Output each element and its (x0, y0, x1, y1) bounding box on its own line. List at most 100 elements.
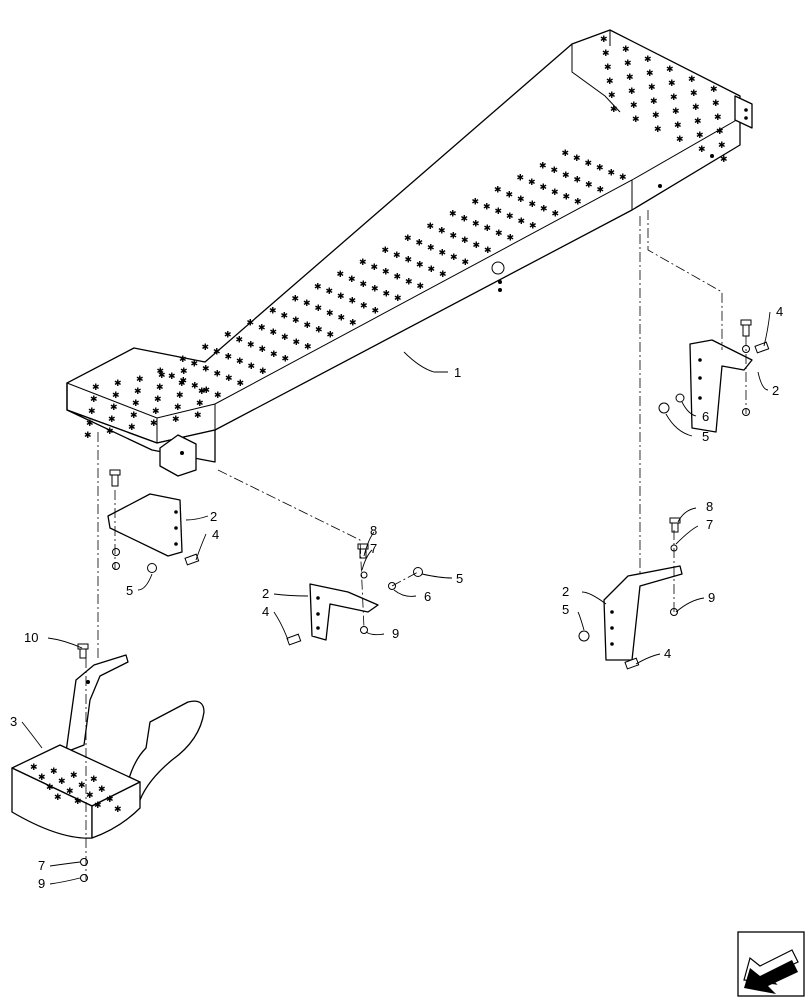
perforation-hole: ✱ (668, 79, 676, 89)
perforation-hole: ✱ (539, 161, 547, 171)
perforation-hole: ✱ (247, 319, 255, 329)
callout-2: 2 (772, 383, 779, 398)
perforation-hole: ✱ (304, 343, 312, 353)
perforation-hole: ✱ (427, 244, 435, 254)
perforation-hole: ✱ (405, 277, 413, 287)
perforation-hole: ✱ (292, 294, 300, 304)
perforation-hole: ✱ (202, 365, 210, 375)
perforation-hole: ✱ (214, 369, 222, 379)
perforation-hole: ✱ (394, 273, 402, 283)
perforation-hole: ✱ (450, 253, 458, 263)
perforation-hole: ✱ (690, 89, 698, 99)
callout-8: 8 (706, 499, 713, 514)
perforation-hole: ✱ (506, 190, 514, 200)
perforation-hole: ✱ (382, 268, 390, 278)
perforation-hole: ✱ (518, 217, 526, 227)
assembly-centerlines (85, 210, 747, 880)
perforation-hole: ✱ (88, 407, 96, 417)
perforation-hole: ✱ (495, 207, 503, 217)
perforation-hole: ✱ (225, 374, 233, 384)
perforation-hole: ✱ (484, 246, 492, 256)
perforation-hole: ✱ (247, 340, 255, 350)
perforation-hole: ✱ (716, 127, 724, 137)
nut-icon (578, 630, 590, 642)
perforation-hole: ✱ (552, 210, 560, 220)
perforation-hole: ✱ (654, 125, 662, 135)
perforation-hole: ✱ (259, 345, 267, 355)
bolt-icon (740, 319, 752, 337)
perforation-hole: ✱ (606, 77, 614, 87)
lower-step-part-3 (11, 654, 205, 839)
bolt-icon (624, 657, 640, 670)
perforation-hole: ✱ (710, 85, 718, 95)
nut-icon (80, 874, 88, 882)
perforation-hole: ✱ (225, 352, 233, 362)
perforation-hole: ✱ (86, 791, 94, 801)
perforation-hole: ✱ (349, 297, 357, 307)
perforation-hole: ✱ (150, 419, 158, 429)
perforation-hole: ✱ (551, 188, 559, 198)
perforation-hole: ✱ (326, 309, 334, 319)
perforation-hole: ✱ (134, 387, 142, 397)
perforation-hole: ✱ (58, 777, 66, 787)
perforation-hole: ✱ (74, 797, 82, 807)
perforation-hole: ✱ (50, 767, 58, 777)
perforation-hole: ✱ (30, 763, 38, 773)
perforation-hole: ✱ (303, 299, 311, 309)
perforation-hole: ✱ (114, 805, 122, 815)
perforation-hole: ✱ (110, 403, 118, 413)
perforation-hole: ✱ (650, 97, 658, 107)
perforation-hole: ✱ (191, 381, 199, 391)
callout-9: 9 (392, 626, 399, 641)
perforation-hole: ✱ (529, 222, 537, 232)
perforation-hole: ✱ (652, 111, 660, 121)
bolt-icon (286, 633, 302, 646)
perforation-hole: ✱ (198, 387, 206, 397)
callout-5: 5 (562, 602, 569, 617)
callout-5: 5 (456, 571, 463, 586)
perforation-hole: ✱ (461, 236, 469, 246)
perforation-hole: ✱ (405, 256, 413, 266)
perforation-hole: ✱ (506, 212, 514, 222)
perforation-hole: ✱ (624, 59, 632, 69)
perforation-hole: ✱ (563, 193, 571, 203)
perforation-hole: ✱ (494, 186, 502, 196)
perforation-hole: ✱ (619, 173, 627, 183)
perforation-hole: ✱ (157, 367, 165, 377)
perforation-hole: ✱ (372, 306, 380, 316)
perforation-hole: ✱ (696, 131, 704, 141)
perforation-hole: ✱ (585, 181, 593, 191)
perforation-hole: ✱ (449, 210, 457, 220)
fasteners (77, 319, 770, 882)
perforation-hole: ✱ (106, 795, 114, 805)
callout-7: 7 (38, 858, 45, 873)
bolt-icon (357, 543, 369, 559)
perforation-hole: ✱ (282, 355, 290, 365)
perforation-hole: ✱ (529, 200, 537, 210)
perforation-hole: ✱ (646, 69, 654, 79)
bracket-center (309, 583, 379, 641)
callout-8: 8 (370, 523, 377, 538)
perforation-hole: ✱ (70, 771, 78, 781)
perforation-hole: ✱ (517, 195, 525, 205)
perforation-hole: ✱ (600, 35, 608, 45)
perforation-hole: ✱ (314, 282, 322, 292)
callout-3: 3 (10, 714, 17, 729)
perforation-hole: ✱ (507, 234, 515, 244)
perforation-hole: ✱ (540, 205, 548, 215)
perforation-hole: ✱ (293, 338, 301, 348)
callout-2: 2 (562, 584, 569, 599)
perforation-hole: ✱ (438, 227, 446, 237)
perforation-hole: ✱ (574, 197, 582, 207)
perforation-hole: ✱ (214, 391, 222, 401)
perforation-hole: ✱ (562, 149, 570, 159)
perforation-hole: ✱ (461, 215, 469, 225)
perforation-hole: ✱ (718, 141, 726, 151)
perforation-hole: ✱ (224, 331, 232, 341)
callout-10: 10 (24, 630, 38, 645)
perforation-hole: ✱ (90, 395, 98, 405)
perforation-hole: ✱ (180, 367, 188, 377)
perforation-hole: ✱ (462, 258, 470, 268)
perforation-hole: ✱ (269, 307, 277, 317)
